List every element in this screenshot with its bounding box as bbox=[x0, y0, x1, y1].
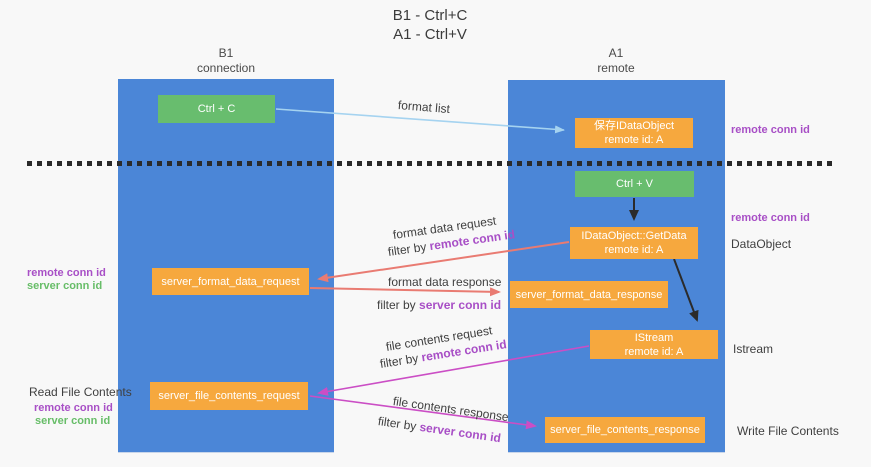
node-ctrl-v-label: Ctrl + V bbox=[616, 178, 653, 190]
node-ctrl-v: Ctrl + V bbox=[575, 171, 694, 197]
node-server-file-contents-request: server_file_contents_request bbox=[150, 382, 308, 410]
node-ctrl-c-label: Ctrl + C bbox=[197, 103, 236, 115]
node-istream-line2: remote id: A bbox=[624, 345, 684, 358]
server-conn-id-text: server conn id bbox=[419, 298, 502, 312]
filter-by-text: filter by bbox=[387, 239, 428, 259]
annotation-server-conn-id-left: server conn id bbox=[27, 280, 103, 292]
annotation-remote-conn-id-bottom: remote conn id bbox=[34, 402, 113, 414]
node-save-idataobject-line2: remote id: A bbox=[604, 134, 664, 146]
node-server-file-contents-response-label: server_file_contents_response bbox=[550, 424, 700, 436]
annotation-remote-conn-id-top: remote conn id bbox=[731, 124, 810, 136]
node-idataobject-getdata-line1: IDataObject::GetData bbox=[581, 230, 687, 242]
node-server-format-data-response: server_format_data_response bbox=[510, 281, 668, 308]
node-istream: IStream remote id: A bbox=[590, 330, 718, 359]
title-line-2: A1 - Ctrl+V bbox=[393, 26, 467, 43]
left-column-name: B1 bbox=[218, 46, 234, 60]
filter-by-text: filter by bbox=[378, 351, 420, 371]
label-filter-by-server-1: filter by server conn id bbox=[377, 298, 501, 312]
annotation-remote-conn-id-left: remote conn id bbox=[27, 267, 106, 279]
server-conn-id-text: server conn id bbox=[418, 419, 502, 446]
label-format-data-response: format data response bbox=[388, 275, 502, 289]
right-column-subtitle: remote bbox=[597, 61, 635, 75]
right-column-name: A1 bbox=[608, 46, 624, 60]
filter-by-text: filter by bbox=[377, 414, 418, 434]
diagram-title: B1 - Ctrl+C A1 - Ctrl+V bbox=[280, 6, 580, 44]
left-column-subtitle: connection bbox=[196, 61, 256, 75]
annotation-dataobject: DataObject bbox=[731, 237, 792, 251]
node-idataobject-getdata-line2: remote id: A bbox=[604, 244, 664, 256]
node-idataobject-getdata: IDataObject::GetData remote id: A bbox=[570, 227, 698, 259]
node-istream-line1: IStream bbox=[634, 331, 674, 344]
annotation-istream: Istream bbox=[733, 342, 774, 356]
node-save-idataobject-line1: 保存IDataObject bbox=[593, 120, 675, 132]
node-server-format-data-request: server_format_data_request bbox=[152, 268, 309, 295]
annotation-read-file-contents: Read File Contents bbox=[29, 385, 132, 399]
node-server-file-contents-response: server_file_contents_response bbox=[545, 417, 705, 443]
node-server-format-data-request-label: server_format_data_request bbox=[161, 275, 300, 288]
left-column-header: B1 connection bbox=[156, 46, 296, 76]
label-format-list: format list bbox=[397, 98, 451, 117]
node-ctrl-c: Ctrl + C bbox=[158, 95, 275, 123]
title-line-1: B1 - Ctrl+C bbox=[392, 7, 468, 24]
annotation-write-file-contents: Write File Contents bbox=[737, 424, 839, 438]
phase-separator-dashed-line bbox=[27, 161, 836, 166]
annotation-remote-conn-id-mid: remote conn id bbox=[731, 212, 810, 224]
node-server-file-contents-request-label: server_file_contents_request bbox=[158, 390, 300, 402]
annotation-server-conn-id-bottom: server conn id bbox=[35, 415, 111, 427]
node-server-format-data-response-label: server_format_data_response bbox=[515, 288, 663, 301]
node-save-idataobject: 保存IDataObject remote id: A bbox=[575, 118, 693, 148]
filter-by-text: filter by bbox=[377, 298, 416, 312]
right-column-header: A1 remote bbox=[546, 46, 686, 76]
